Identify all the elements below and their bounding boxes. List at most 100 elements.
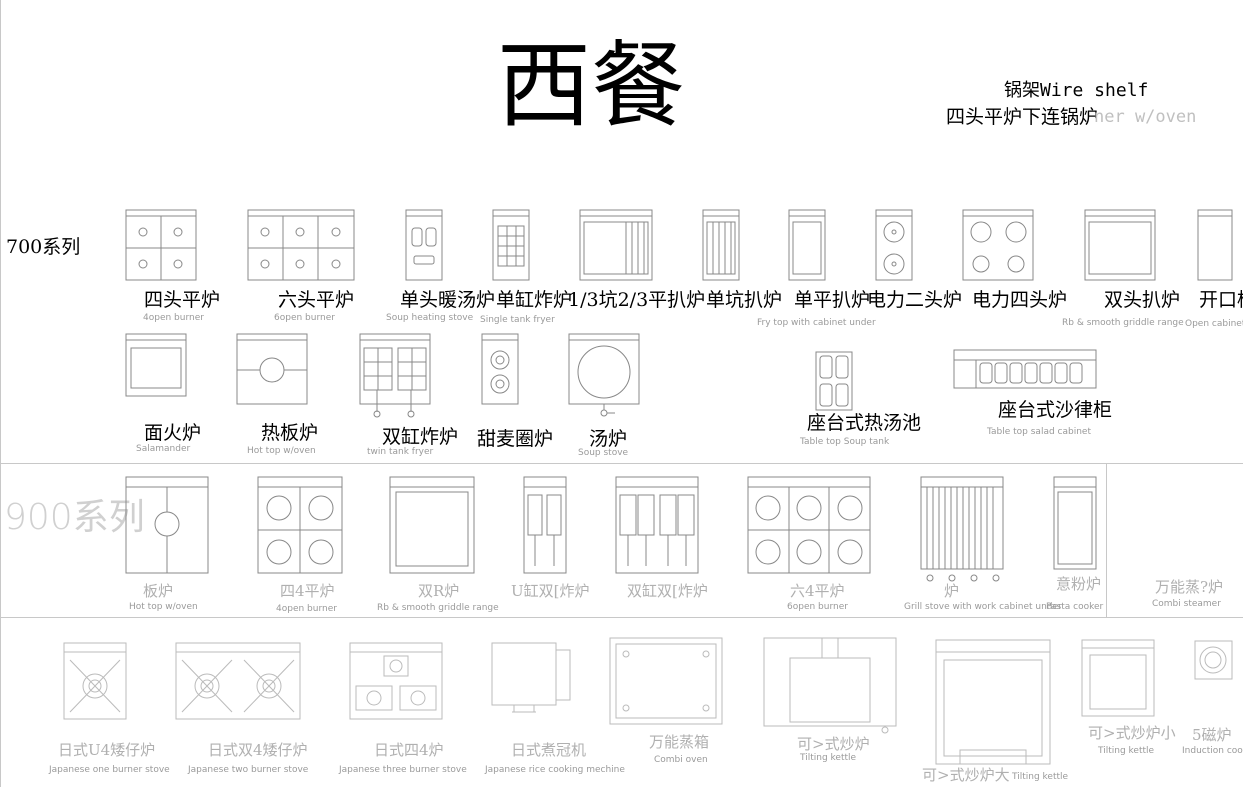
grooved-griddle-icon bbox=[702, 209, 740, 281]
hot-top-900-icon bbox=[125, 476, 209, 574]
smooth-griddle-icon bbox=[788, 209, 826, 281]
label-grooved-griddle: 单坑扒炉 bbox=[706, 289, 783, 311]
six-burner-range-icon bbox=[247, 209, 355, 281]
label-twin-tank-fryer: 双缸炸炉 bbox=[382, 426, 459, 448]
section-divider-700-900 bbox=[0, 463, 1243, 464]
double-griddle-icon bbox=[1084, 209, 1156, 281]
four-burner-range-icon bbox=[125, 209, 197, 281]
grill-stove-icon bbox=[920, 476, 1004, 582]
label-griddle-900-en: Rb & smooth griddle range bbox=[377, 603, 499, 613]
japanese-two-burner-icon bbox=[175, 642, 301, 720]
label-hot-top-900: 板炉 bbox=[143, 582, 174, 600]
salamander-icon bbox=[125, 333, 187, 397]
label-grill-stove: 炉 bbox=[944, 582, 960, 600]
combi-oven-icon bbox=[609, 637, 723, 725]
tilting-kettle-small-icon bbox=[1081, 639, 1155, 717]
label-soup-tank-en: Table top Soup tank bbox=[800, 437, 890, 447]
soup-tank-icon bbox=[815, 351, 853, 411]
salad-cabinet-icon bbox=[953, 349, 1097, 389]
label-smooth-griddle-en: Fry top with cabinet under bbox=[757, 318, 876, 328]
label-japanese-three-burner: 日式四4炉 bbox=[374, 741, 444, 759]
label-rice-cooker-en: Japanese rice cooking mechine bbox=[485, 765, 625, 775]
hot-top-icon bbox=[236, 333, 308, 405]
label-open-cabinet-en: Open cabinet bbox=[1185, 319, 1243, 329]
label-combi-oven: 万能蒸箱 bbox=[649, 733, 710, 751]
label-electric-four-hob: 电力四头炉 bbox=[972, 289, 1068, 311]
label-tilting-kettle-small: 可>式炒炉小 bbox=[1088, 724, 1176, 742]
griddle-900-icon bbox=[389, 476, 475, 574]
label-soup-stove: 汤炉 bbox=[589, 428, 628, 450]
label-tilting-kettle-large-en: Tilting kettle bbox=[1012, 772, 1069, 782]
four-burner-oven-label: 四头平炉下连锅炉 bbox=[946, 106, 1099, 128]
pasta-cooker-icon bbox=[1053, 476, 1097, 570]
tilting-kettle-large-icon bbox=[935, 639, 1051, 765]
four-burner-900-icon bbox=[257, 476, 343, 574]
label-twin-basket-fryer: 双缸双[炸炉 bbox=[627, 582, 708, 600]
single-tank-fryer-icon bbox=[492, 209, 530, 281]
twin-basket-fryer-icon bbox=[615, 476, 699, 574]
label-u-tank-fryer: U缸双[炸炉 bbox=[511, 582, 590, 600]
label-hot-top-900-en: Hot top w/oven bbox=[129, 602, 198, 612]
page-title: 西餐 bbox=[497, 32, 686, 141]
label-donut-fryer: 甜麦圈炉 bbox=[477, 428, 554, 450]
label-tilting-kettle-en: Tilting kettle bbox=[800, 753, 857, 763]
soup-stove-icon bbox=[568, 333, 640, 417]
label-japanese-one-burner: 日式U4矮仔炉 bbox=[58, 741, 156, 759]
label-four-burner-900: 四4平炉 bbox=[280, 582, 335, 600]
series-900-label: 900系列 bbox=[4, 497, 145, 538]
half-grooved-griddle-icon bbox=[579, 209, 653, 281]
label-japanese-two-burner-en: Japanese two burner stove bbox=[188, 765, 309, 775]
combi-steamer-divider bbox=[1106, 463, 1107, 617]
label-four-burner-range: 四头平炉 bbox=[144, 289, 221, 311]
label-combi-steamer-en: Combi steamer bbox=[1152, 599, 1221, 609]
u-tank-fryer-icon bbox=[523, 476, 567, 574]
label-griddle-900: 双R炉 bbox=[418, 582, 460, 600]
section-divider-900-japanese bbox=[0, 617, 1243, 618]
label-open-cabinet: 开口柜 bbox=[1199, 289, 1243, 311]
japanese-three-burner-icon bbox=[349, 642, 443, 720]
label-soup-heating-stove-en: Soup heating stove bbox=[386, 313, 474, 323]
open-cabinet-icon bbox=[1197, 209, 1233, 281]
label-soup-heating-stove: 单头暖汤炉 bbox=[400, 289, 496, 311]
label-six-burner-900: 六4平炉 bbox=[790, 582, 845, 600]
sheet-left-border bbox=[0, 0, 1, 787]
label-salad-cabinet-en: Table top salad cabinet bbox=[987, 427, 1091, 437]
six-burner-900-icon bbox=[747, 476, 871, 574]
label-electric-two-hob: 电力二头炉 bbox=[867, 289, 963, 311]
label-tilting-kettle: 可>式炒炉 bbox=[797, 735, 870, 753]
label-salad-cabinet: 座台式沙律柜 bbox=[998, 399, 1113, 421]
label-combi-oven-en: Combi oven bbox=[654, 755, 708, 765]
twin-tank-fryer-icon bbox=[359, 333, 431, 418]
label-smooth-griddle: 单平扒炉 bbox=[794, 289, 871, 311]
label-tilting-kettle-large: 可>式炒炉大 bbox=[922, 766, 1010, 784]
tilting-kettle-icon bbox=[763, 637, 897, 734]
rice-cooker-icon bbox=[491, 642, 571, 713]
label-tilting-kettle-small-en: Tilting kettle bbox=[1098, 746, 1155, 756]
label-four-burner-range-en: 4open burner bbox=[143, 313, 204, 323]
label-single-tank-fryer-en: Single tank fryer bbox=[480, 315, 555, 325]
label-four-burner-900-en: 4open burner bbox=[276, 604, 337, 614]
label-half-grooved-griddle: 1/3坑2/3平扒炉 bbox=[568, 289, 706, 311]
wire-shelf-label: 锅架Wire shelf bbox=[1004, 80, 1149, 101]
label-salamander-en: Salamander bbox=[136, 444, 191, 454]
label-japanese-one-burner-en: Japanese one burner stove bbox=[49, 765, 170, 775]
label-combi-steamer: 万能蒸?炉 bbox=[1155, 578, 1224, 596]
label-japanese-two-burner: 日式双4矮仔炉 bbox=[208, 741, 308, 759]
soup-heating-stove-icon bbox=[405, 209, 443, 281]
label-double-griddle: 双头扒炉 bbox=[1104, 289, 1181, 311]
electric-four-hob-icon bbox=[962, 209, 1034, 281]
label-rice-cooker: 日式煮冠机 bbox=[511, 741, 587, 759]
label-japanese-three-burner-en: Japanese three burner stove bbox=[339, 765, 467, 775]
four-burner-oven-en-label: ner w/oven bbox=[1094, 107, 1197, 127]
label-soup-tank: 座台式热汤池 bbox=[807, 412, 922, 434]
label-six-burner-900-en: 6open burner bbox=[787, 602, 848, 612]
label-hot-top: 热板炉 bbox=[261, 422, 319, 444]
label-pasta-cooker: 意粉炉 bbox=[1056, 575, 1102, 593]
electric-two-hob-icon bbox=[875, 209, 913, 281]
label-double-griddle-en: Rb & smooth griddle range bbox=[1062, 318, 1184, 328]
label-twin-tank-fryer-en: twin tank fryer bbox=[367, 447, 434, 457]
label-six-burner-range: 六头平炉 bbox=[278, 289, 355, 311]
label-induction-cooker-en: Induction cooker bbox=[1182, 746, 1243, 756]
